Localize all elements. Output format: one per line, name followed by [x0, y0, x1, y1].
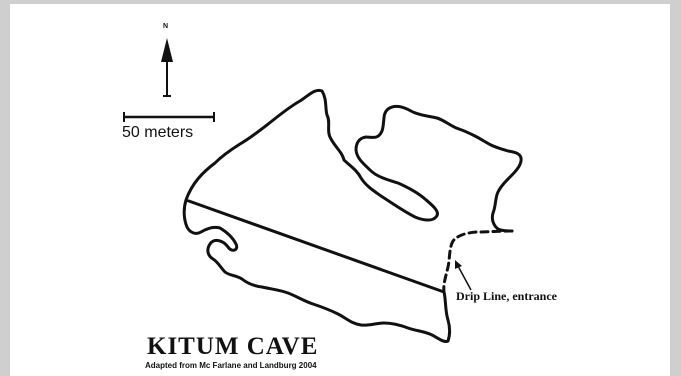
drip-line-dashed [442, 229, 514, 294]
map-credit: Adapted from Mc Farlane and Landburg 200… [145, 361, 317, 370]
north-label: N [163, 23, 169, 30]
north-arrow-icon [161, 38, 173, 97]
scale-label: 50 meters [122, 124, 194, 141]
map-title: KITUM CAVE [147, 333, 319, 360]
drip-line-label: Drip Line, entrance [456, 289, 557, 303]
drip-line-pointer-icon [455, 260, 472, 291]
scale-bar [123, 112, 215, 122]
cave-main-chamber-outline [182, 88, 523, 343]
